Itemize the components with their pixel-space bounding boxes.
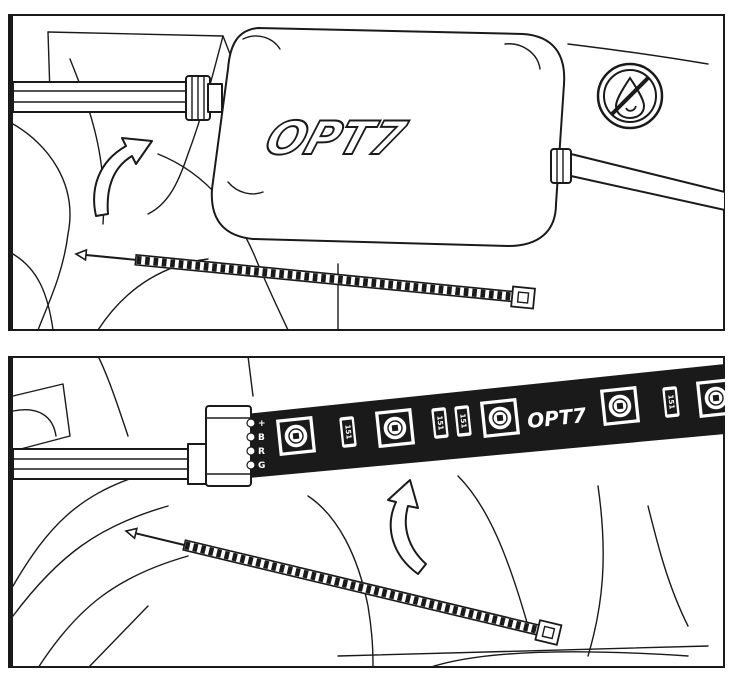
curved-arrow-icon bbox=[93, 137, 153, 217]
cable-tie-icon bbox=[74, 248, 536, 310]
pin-pads: + B R G bbox=[246, 418, 266, 471]
resistors: 151 151 151 151 bbox=[337, 384, 682, 450]
resistor: 151 bbox=[337, 414, 359, 450]
led-chip bbox=[373, 406, 417, 450]
led-chip bbox=[694, 376, 725, 420]
led-chip bbox=[598, 384, 642, 428]
led-chip bbox=[274, 414, 318, 458]
cable-tie-icon bbox=[124, 527, 563, 646]
vehicle-surface-lines bbox=[12, 356, 709, 668]
controller-logo: OPT7 bbox=[259, 112, 413, 166]
input-cable bbox=[12, 443, 209, 485]
pin-label-g: G bbox=[258, 461, 265, 471]
pin-label-r: R bbox=[258, 447, 265, 457]
resistor-label: 151 bbox=[666, 394, 675, 409]
curved-arrow-icon bbox=[387, 479, 427, 575]
output-cable bbox=[550, 148, 725, 211]
led-chip bbox=[478, 396, 522, 440]
input-cable bbox=[12, 75, 223, 121]
pin-label-plus: + bbox=[258, 419, 266, 429]
led-chips bbox=[274, 376, 725, 458]
pin-label-b: B bbox=[258, 433, 265, 443]
resistor: 151 bbox=[660, 384, 682, 420]
step-1-illustration: OPT7 bbox=[8, 14, 725, 331]
controller-box: OPT7 bbox=[210, 27, 566, 247]
resistor-label: 151 bbox=[343, 424, 352, 439]
no-water-icon bbox=[596, 62, 664, 130]
resistor-label: 151 bbox=[435, 415, 444, 430]
resistor-label: 151 bbox=[458, 413, 467, 428]
resistor: 151 bbox=[429, 405, 451, 441]
resistor: 151 bbox=[452, 403, 474, 439]
step-1-panel: OPT7 bbox=[8, 14, 725, 331]
